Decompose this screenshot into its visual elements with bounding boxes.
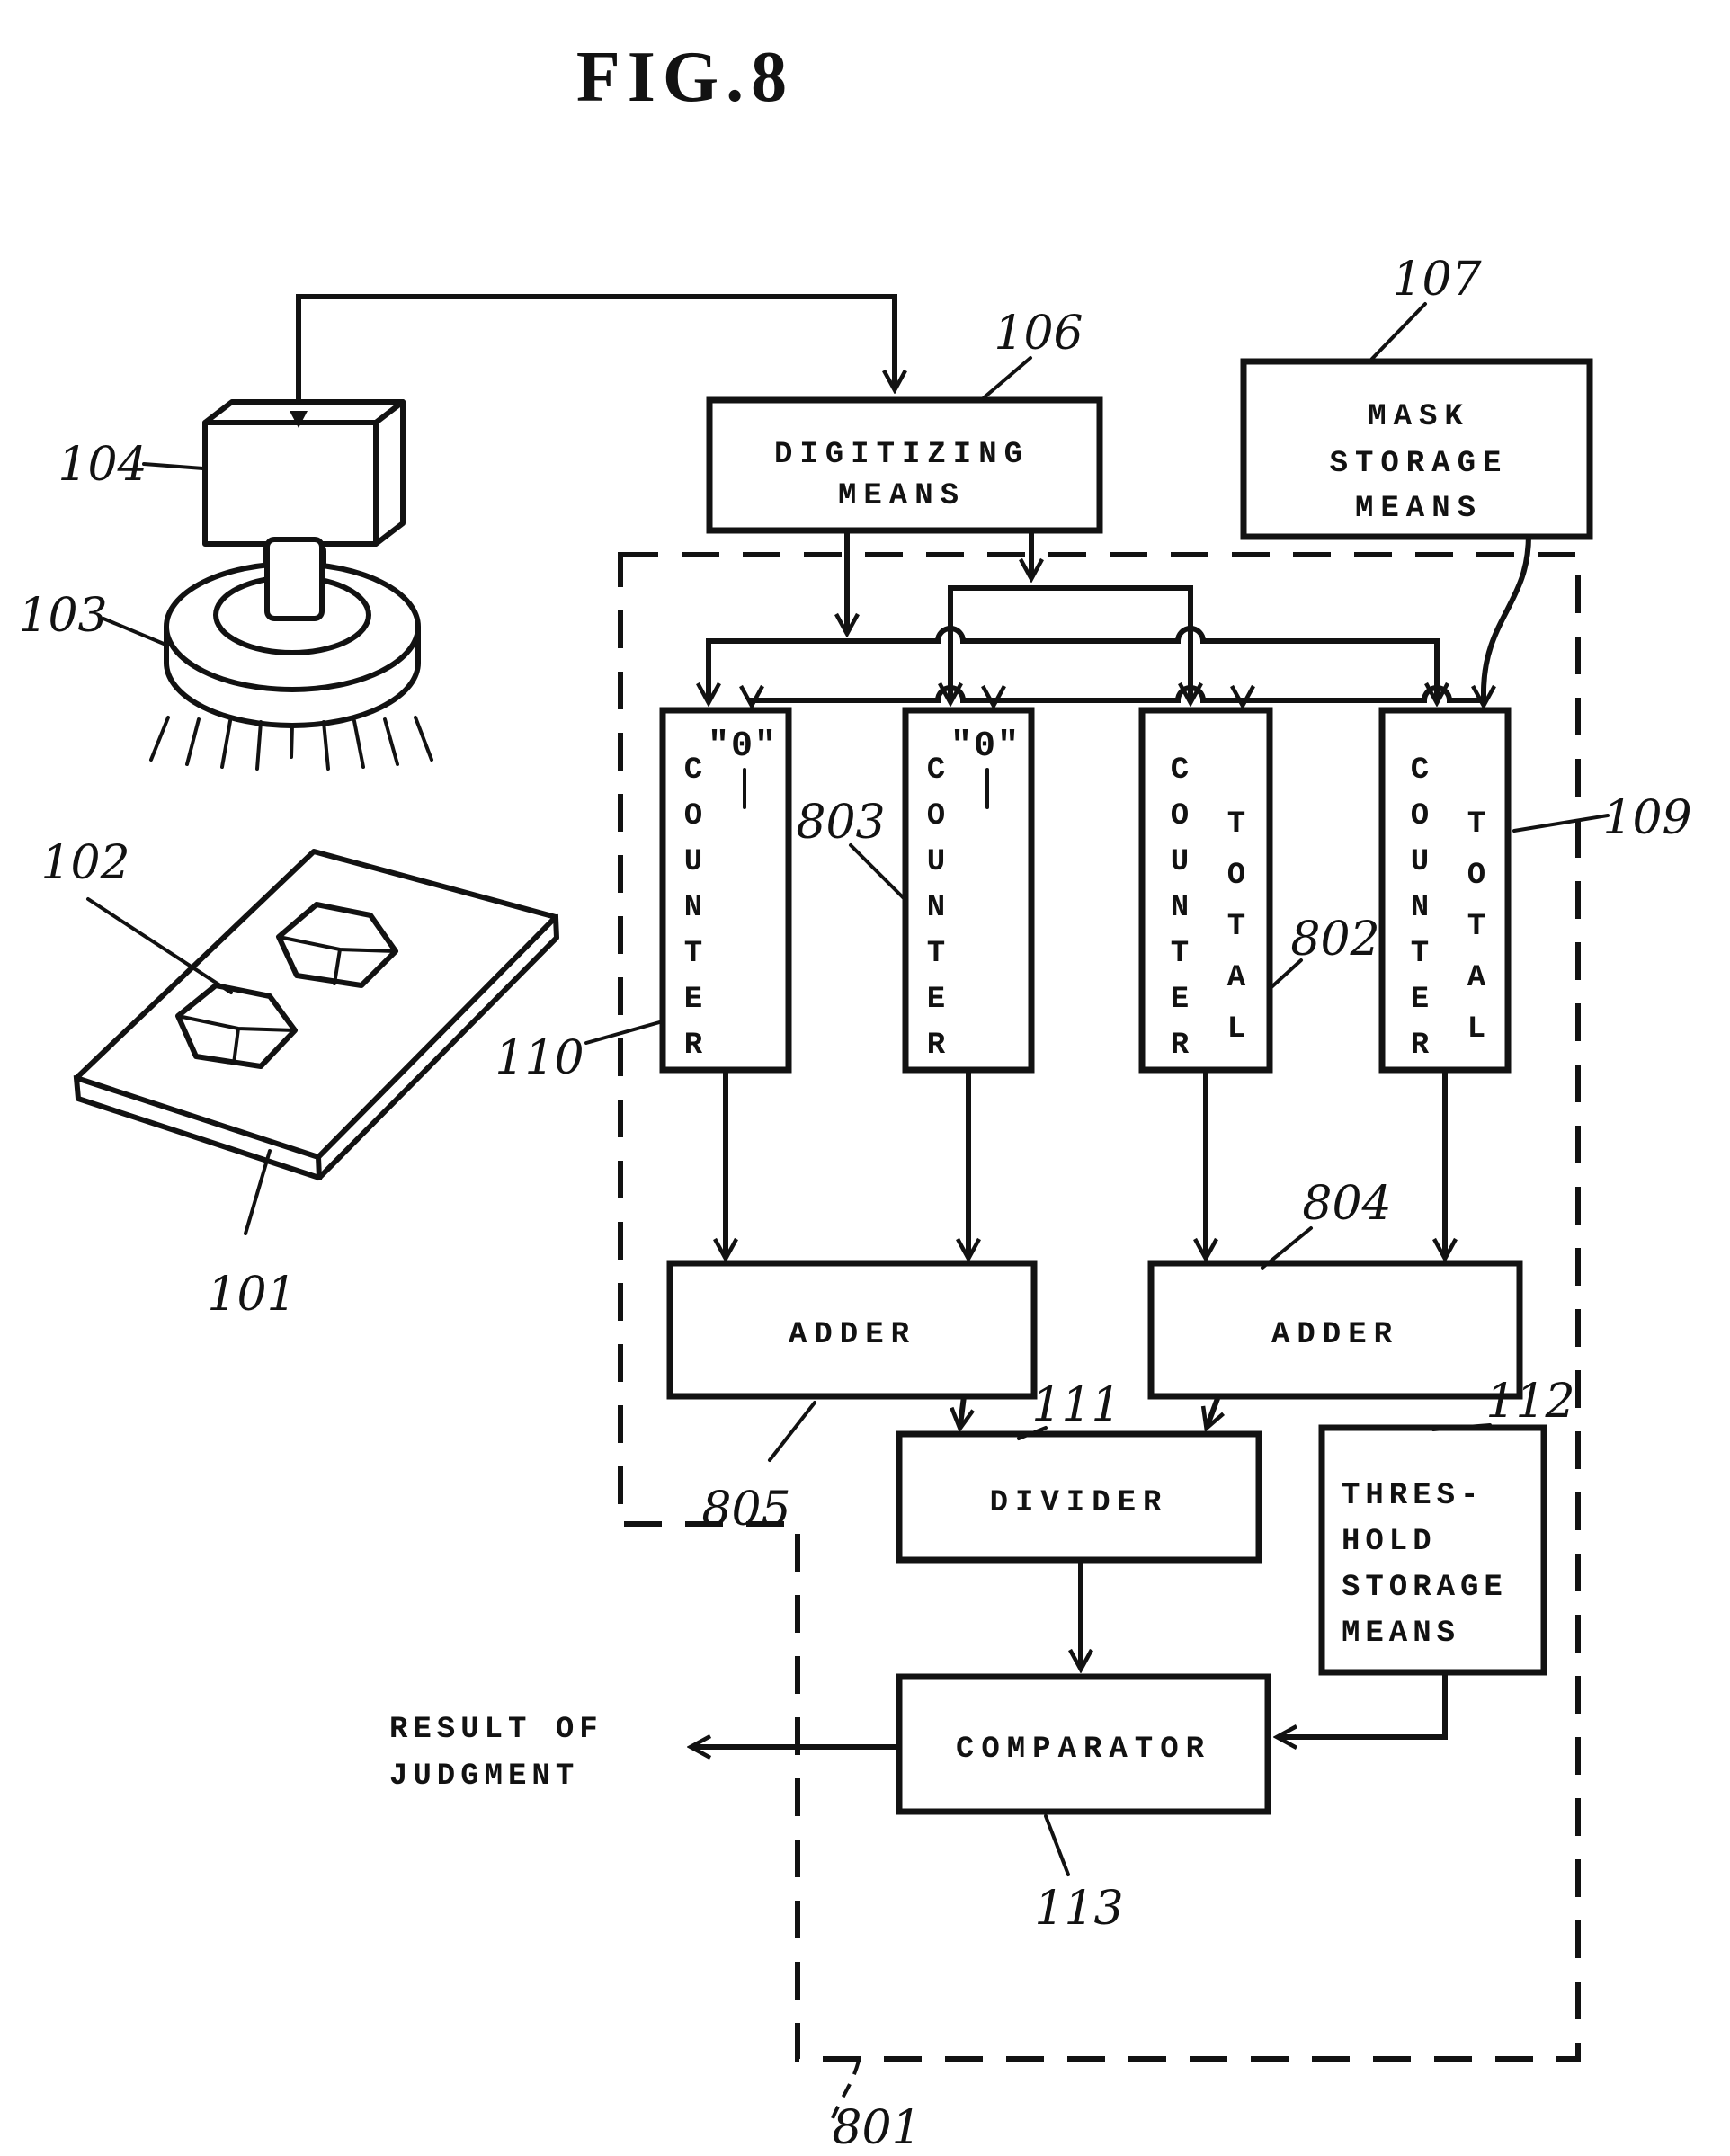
leader-107: [1369, 302, 1427, 362]
ref-label-805: 805: [701, 1483, 790, 1537]
leader-110: [584, 1020, 664, 1045]
zero-counter-2-quote: "0": [950, 726, 1021, 767]
adder-left-label: ADDER: [789, 1318, 916, 1352]
total-counter-2-vertical-label-left: COUNTER: [1403, 753, 1437, 1074]
ref-label-104: 104: [58, 438, 147, 492]
zero-counter-1-vertical-label: COUNTER: [676, 753, 710, 1074]
adder-left-box: [666, 1260, 1038, 1400]
digitizing-means-box: [706, 396, 1103, 534]
leader-112: [1431, 1423, 1492, 1431]
total-counter-2-box: [1378, 707, 1512, 1074]
leader-113: [1044, 1814, 1070, 1876]
zero-counter-1-box: [659, 707, 792, 1074]
total-counter-1-vertical-label-right: TOTAL: [1219, 807, 1253, 1064]
divider-label: DIVIDER: [990, 1486, 1169, 1520]
zero-counter-2-box: [902, 707, 1035, 1074]
result-label-1: RESULT OF: [389, 1713, 603, 1747]
threshold-label-2: HOLD: [1342, 1525, 1437, 1559]
leader-801: [831, 2060, 861, 2119]
ref-label-802: 802: [1290, 913, 1379, 967]
ref-label-101: 101: [207, 1268, 296, 1322]
leader-805: [768, 1401, 816, 1462]
signal-wires: [706, 528, 1532, 703]
board-icon: [73, 849, 559, 1181]
total-counter-1-vertical-label-left: COUNTER: [1163, 753, 1197, 1074]
leader-104: [142, 462, 205, 470]
digitizing-means-label-1: DIGITIZING: [774, 438, 1030, 472]
ring-light-icon: [149, 537, 433, 771]
leader-803: [849, 843, 906, 901]
adder-right-label: ADDER: [1271, 1318, 1399, 1352]
bus-mask: [749, 685, 1486, 703]
comparator-box: [896, 1673, 1271, 1815]
bus-digitizing: [706, 626, 1440, 644]
total-counter-2-vertical-label-right: TOTAL: [1459, 807, 1494, 1064]
total-counter-1-box: [1138, 707, 1273, 1074]
mask-storage-means-box: [1240, 358, 1593, 540]
leader-111: [1017, 1426, 1048, 1440]
figure-title: FIG.8: [576, 38, 794, 117]
leader-802: [1270, 958, 1303, 989]
leader-106: [978, 356, 1032, 403]
threshold-label-3: STORAGE: [1342, 1571, 1508, 1605]
ref-label-801: 801: [832, 2101, 921, 2155]
ref-label-107: 107: [1392, 253, 1482, 307]
ref-label-112: 112: [1485, 1375, 1574, 1429]
threshold-label-4: MEANS: [1342, 1617, 1460, 1651]
mask-storage-label-2: STORAGE: [1330, 447, 1509, 481]
divider-box: [896, 1430, 1262, 1564]
boundary-dashed-box: [618, 552, 1581, 2062]
digitizing-means-label-2: MEANS: [838, 479, 966, 513]
ref-label-803: 803: [796, 796, 885, 850]
wire-joint-dot: [290, 411, 308, 428]
comparator-label: COMPARATOR: [956, 1733, 1211, 1767]
threshold-label-1: THRES-: [1342, 1479, 1484, 1513]
ref-label-110: 110: [495, 1031, 584, 1085]
ref-label-111: 111: [1031, 1378, 1120, 1432]
ref-label-113: 113: [1034, 1882, 1123, 1936]
leader-804: [1261, 1226, 1313, 1270]
ref-label-106: 106: [994, 307, 1083, 361]
light-rays: [149, 716, 433, 771]
ref-label-102: 102: [40, 836, 129, 890]
datapath-wires: [694, 1067, 1445, 1747]
camera-wire: [296, 294, 895, 412]
leader-102: [86, 897, 233, 994]
ref-label-109: 109: [1602, 791, 1691, 845]
mask-storage-label-1: MASK: [1368, 400, 1470, 434]
ref-label-103: 103: [18, 589, 107, 643]
mask-storage-label-3: MEANS: [1355, 492, 1483, 526]
leader-101: [244, 1149, 272, 1235]
component-icon: [175, 902, 398, 1069]
zero-counter-1-quote: "0": [708, 726, 778, 767]
ref-label-804: 804: [1302, 1177, 1391, 1231]
result-label-2: JUDGMENT: [389, 1760, 579, 1794]
threshold-storage-box: [1318, 1424, 1547, 1676]
adder-right-box: [1147, 1260, 1523, 1400]
leader-109: [1512, 814, 1610, 833]
leader-103: [102, 617, 165, 646]
zero-counter-2-vertical-label: COUNTER: [919, 753, 953, 1074]
